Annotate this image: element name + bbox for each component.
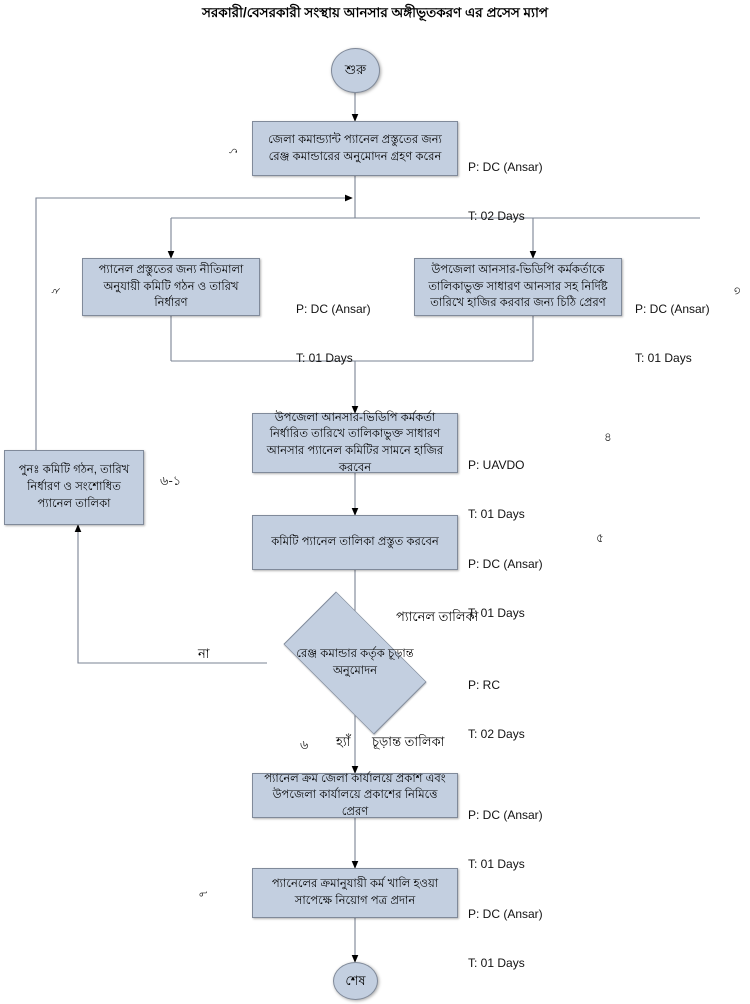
step-number-5: ৫ [596,531,604,545]
edge-decision-no-rework [74,524,267,664]
edge-rework-loopback [35,194,353,450]
annotation-step-6-time: T: 01 Days [468,856,525,871]
annotation-step-4-person: P: UAVDO [468,458,525,473]
annotation-step-1-person: P: DC (Ansar) [468,160,543,175]
process-step-7-label: প্যানেলের ক্রমানুযায়ী কর্ম খালি হওয়া স… [271,878,439,907]
terminator-start-label: শুরু [344,62,367,78]
annotation-step-7-time: T: 01 Days [468,955,525,970]
annotation-step-7-person: P: DC (Ansar) [468,907,543,922]
decision-label: রেঞ্জ কমান্ডার কর্তৃক চূড়ান্ত অনুমোদন [296,648,414,677]
process-step-6-label: প্যানেল ক্রম জেলা কার্যালয়ে প্রকাশ এবং … [264,772,446,818]
annotation-step-2-person: P: DC (Ansar) [296,302,371,317]
process-step-6: প্যানেল ক্রম জেলা কার্যালয়ে প্রকাশ এবং … [252,773,458,818]
decision-no-label: না [198,646,210,661]
process-step-5-label: কমিটি প্যানেল তালিকা প্রস্তুত করবেন [271,536,439,549]
annotation-step-2-time: T: 01 Days [296,350,353,365]
annotation-step-3-time: T: 01 Days [635,350,692,365]
annotation-step-5-time: T: 01 Days [468,605,525,620]
step-number-4: ৪ [604,430,612,444]
rework-box: পুনঃ কমিটি গঠন, তারিখ নির্ধারণ ও সংশোধিত… [4,450,144,525]
decision-yes-output-label: চূড়ান্ত তালিকা [372,734,445,749]
process-step-4: উপজেলা আনসার-ভিডিপি কর্মকর্তা নির্ধারিত … [252,412,458,474]
annotation-step-3-person: P: DC (Ansar) [635,302,710,317]
process-step-5: কমিটি প্যানেল তালিকা প্রস্তুত করবেন [252,515,458,570]
process-step-1: জেলা কমান্ড্যান্ট প্যানেল প্রস্তুতের জন্… [252,121,458,176]
annotation-decision-person: P: RC [468,678,501,693]
annotation-step-5: P: DC (Ansar) T: 01 Days [468,524,543,654]
annotation-step-5-person: P: DC (Ansar) [468,557,543,572]
rework-box-label: পুনঃ কমিটি গঠন, তারিখ নির্ধারণ ও সংশোধিত… [18,464,130,510]
annotation-step-3: P: DC (Ansar) T: 01 Days [635,269,710,399]
annotation-step-4-time: T: 01 Days [468,506,525,521]
process-step-3-label: উপজেলা আনসার-ভিডিপি কর্মকর্তাকে তালিকাভু… [428,264,608,310]
decision-input-label: প্যানেল তালিকা [396,609,479,624]
annotation-step-6-person: P: DC (Ansar) [468,808,543,823]
process-step-2-label: প্যানেল প্রস্তুতের জন্য নীতিমালা অনুযায়… [98,264,244,310]
terminator-end-label: শেষ [345,972,366,988]
process-step-1-label: জেলা কমান্ড্যান্ট প্যানেল প্রস্তুতের জন্… [268,133,442,163]
annotation-step-6: P: DC (Ansar) T: 01 Days [468,775,543,905]
step-number-7: ৭ [196,890,210,898]
process-step-4-label: উপজেলা আনসার-ভিডিপি কর্মকর্তা নির্ধারিত … [266,411,444,474]
step-number-2: ২ [48,287,62,295]
terminator-start: শুরু [331,48,380,93]
step-number-6: ৬ [300,737,309,752]
annotation-step-4: P: UAVDO T: 01 Days [468,425,525,555]
annotation-step-1-time: T: 02 Days [468,208,525,223]
process-step-2: প্যানেল প্রস্তুতের জন্য নীতিমালা অনুযায়… [82,258,260,316]
page-title: সরকারী/বেসরকারী সংস্থায় আনসার অঙ্গীভূতক… [201,5,549,20]
annotation-decision-time: T: 02 Days [468,726,525,741]
process-step-3: উপজেলা আনসার-ভিডিপি কর্মকর্তাকে তালিকাভু… [414,258,622,316]
decision-final-approval: রেঞ্জ কমান্ডার কর্তৃক চূড়ান্ত অনুমোদন [267,591,443,735]
annotation-step-7: P: DC (Ansar) T: 01 Days [468,874,543,1004]
annotation-decision: P: RC T: 02 Days [468,645,525,775]
step-number-3: ৩ [730,287,744,295]
rework-number: ৬-১ [160,473,182,488]
terminator-end: শেষ [333,962,378,1000]
annotation-step-2: P: DC (Ansar) T: 01 Days [296,269,371,399]
decision-yes-label: হ্যাঁ [336,734,351,749]
annotation-step-1: P: DC (Ansar) T: 02 Days [468,127,543,257]
process-step-7: প্যানেলের ক্রমানুযায়ী কর্ম খালি হওয়া স… [252,868,458,918]
step-number-1: ১ [226,147,240,155]
